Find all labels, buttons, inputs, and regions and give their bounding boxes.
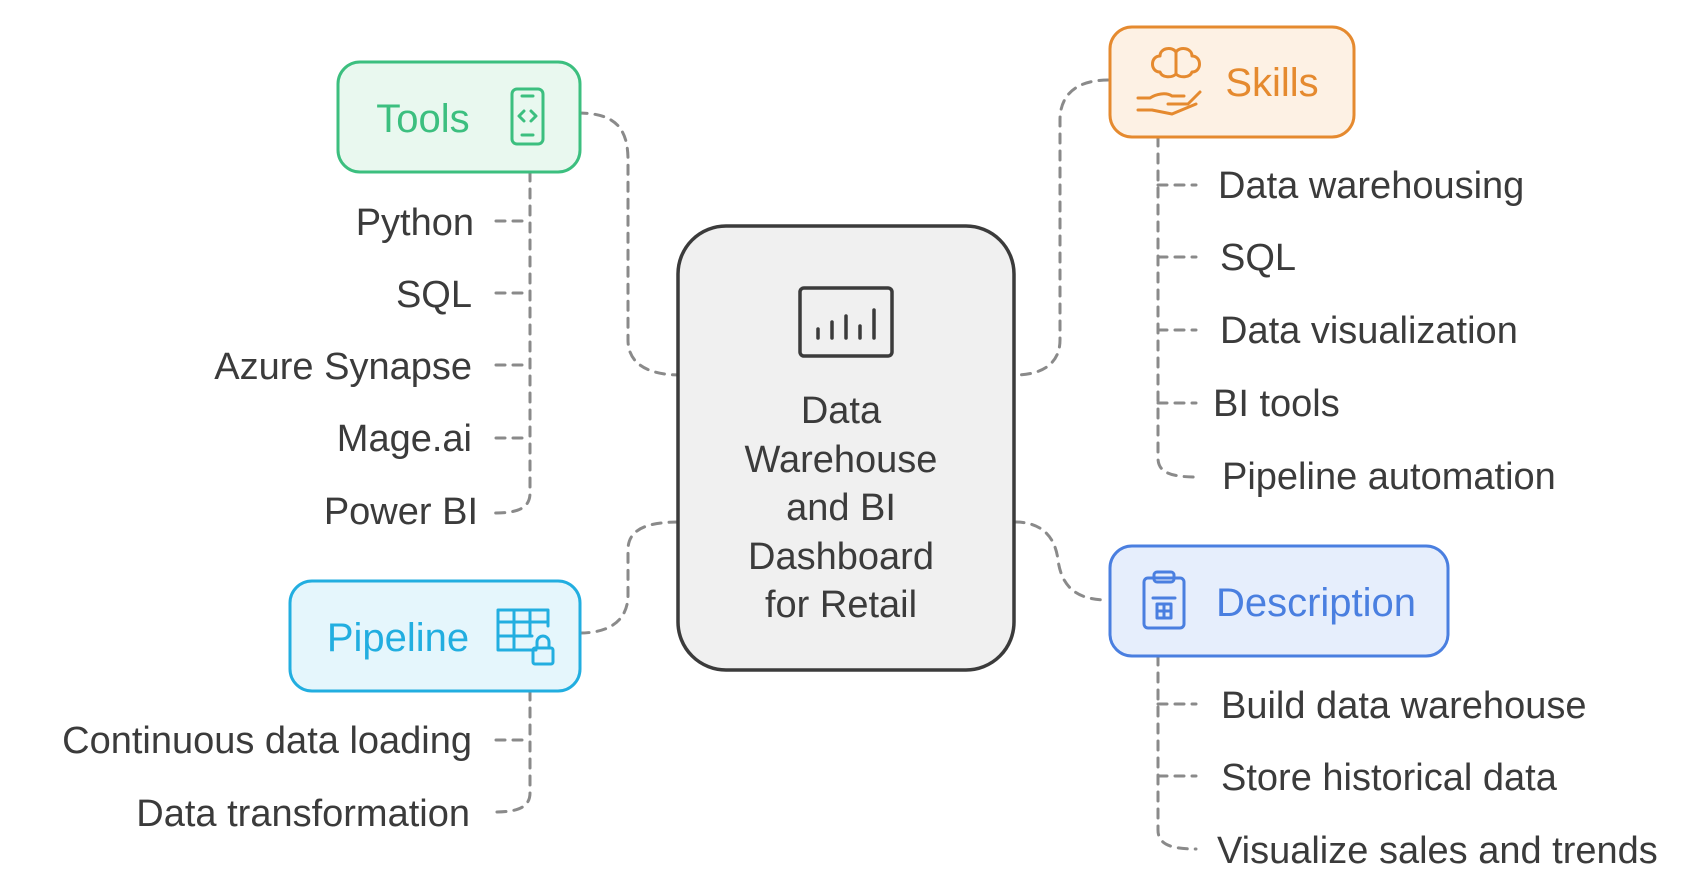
skills-item-bi-tools: BI tools bbox=[1213, 383, 1340, 425]
description-item-build: Build data warehouse bbox=[1221, 685, 1586, 727]
mobile-code-icon bbox=[510, 87, 545, 146]
skills-item-data-warehousing: Data warehousing bbox=[1218, 165, 1524, 207]
tools-label: Tools bbox=[376, 97, 469, 141]
table-lock-icon bbox=[496, 608, 555, 666]
center-title-line-5: for Retail bbox=[765, 584, 917, 626]
tools-items: Python SQL Azure Synapse Mage.ai Power B… bbox=[214, 202, 478, 533]
skills-item-pipeline-automation: Pipeline automation bbox=[1222, 456, 1556, 498]
skills-label: Skills bbox=[1225, 61, 1318, 105]
pipeline-item-transformation: Data transformation bbox=[136, 793, 470, 835]
pipeline-label: Pipeline bbox=[327, 616, 469, 660]
description-label: Description bbox=[1216, 581, 1416, 625]
center-node: Data Warehouse and BI Dashboard for Reta… bbox=[676, 224, 1016, 672]
center-title-line-4: Dashboard bbox=[748, 536, 934, 578]
tools-item-power-bi: Power BI bbox=[324, 491, 478, 533]
skills-item-data-visualization: Data visualization bbox=[1220, 310, 1518, 352]
clipboard-icon bbox=[1142, 570, 1186, 630]
description-node: Description bbox=[1108, 544, 1450, 658]
description-items: Build data warehouse Store historical da… bbox=[1217, 685, 1658, 872]
skills-item-sql: SQL bbox=[1220, 237, 1296, 279]
connectors bbox=[493, 78, 1198, 851]
tools-item-sql: SQL bbox=[396, 274, 472, 316]
bar-chart-icon bbox=[798, 286, 894, 358]
center-title-line-3: and BI bbox=[786, 487, 896, 529]
center-title-line-2: Warehouse bbox=[745, 439, 938, 481]
connector-skills-center bbox=[1013, 78, 1110, 377]
pipeline-items: Continuous data loading Data transformat… bbox=[62, 720, 472, 835]
connector-tools-trunk bbox=[493, 170, 532, 515]
tools-item-mage-ai: Mage.ai bbox=[337, 418, 472, 460]
brain-hand-icon bbox=[1136, 47, 1202, 116]
connector-description-trunk bbox=[1156, 654, 1198, 851]
connector-pipeline-trunk bbox=[493, 689, 532, 814]
center-title-line-1: Data bbox=[801, 390, 882, 432]
pipeline-item-continuous-loading: Continuous data loading bbox=[62, 720, 472, 762]
tools-item-azure-synapse: Azure Synapse bbox=[214, 346, 472, 388]
connector-skills-trunk bbox=[1156, 135, 1198, 479]
connector-pipeline-center bbox=[578, 520, 682, 635]
skills-node: Skills bbox=[1108, 25, 1356, 139]
connector-description-center bbox=[1013, 520, 1110, 602]
description-item-store: Store historical data bbox=[1221, 757, 1558, 799]
connector-tools-center bbox=[576, 111, 682, 377]
skills-items: Data warehousing SQL Data visualization … bbox=[1213, 165, 1556, 498]
description-item-visualize: Visualize sales and trends bbox=[1217, 830, 1658, 872]
pipeline-node: Pipeline bbox=[288, 579, 582, 693]
tools-item-python: Python bbox=[356, 202, 474, 244]
tools-node: Tools bbox=[336, 60, 582, 174]
